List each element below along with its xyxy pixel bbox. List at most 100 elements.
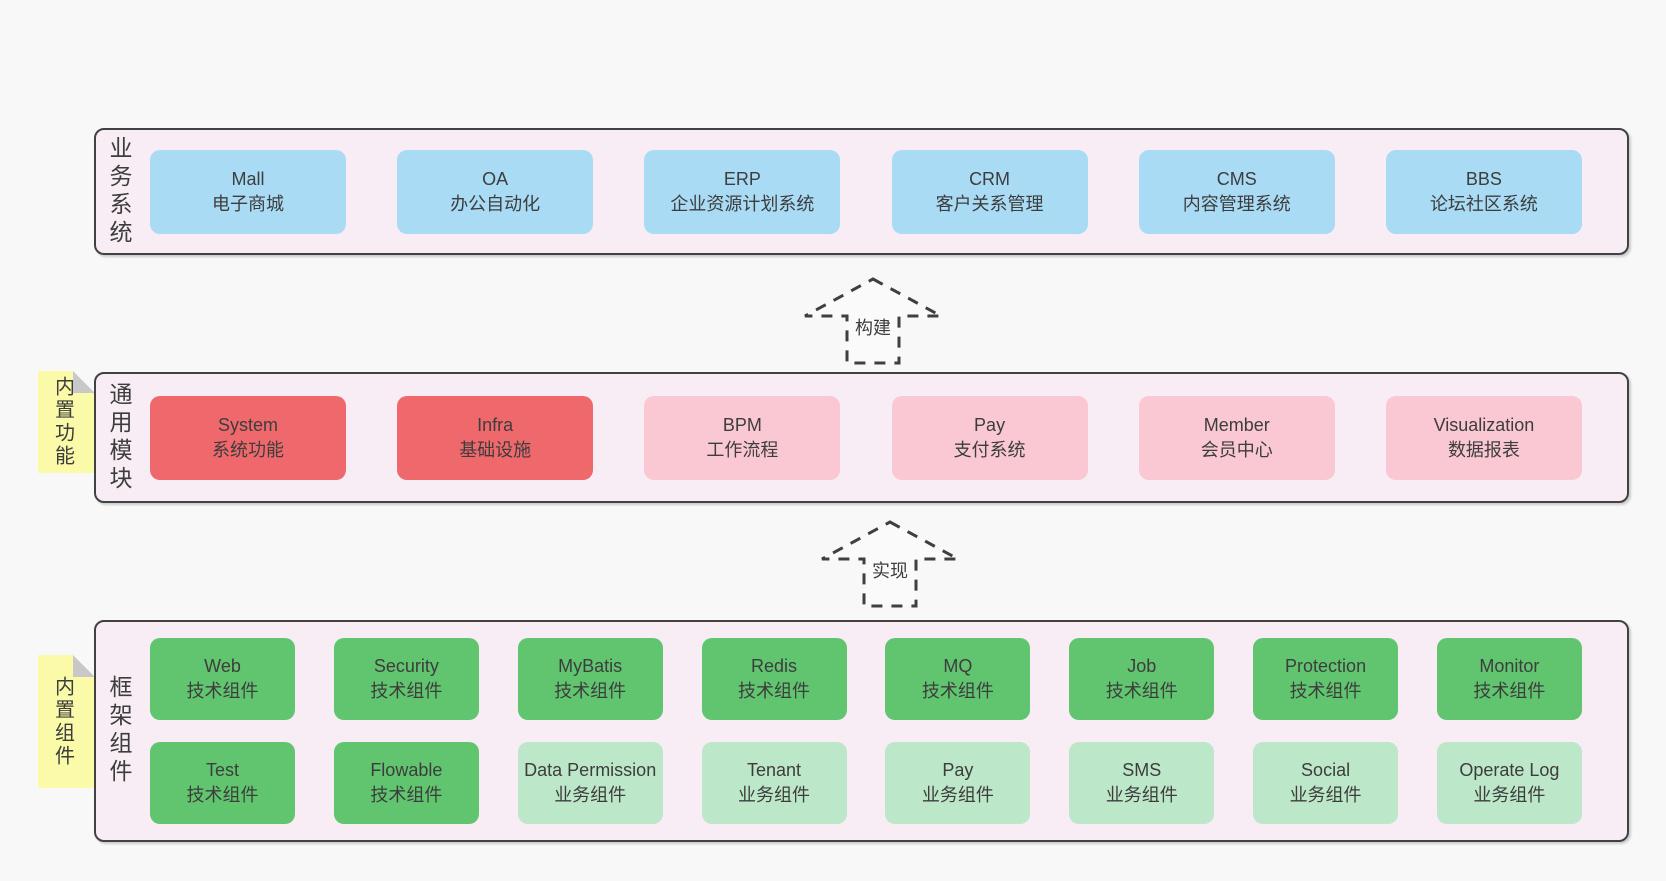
- box-subtitle: 企业资源计划系统: [670, 193, 815, 214]
- sticky-note-built-in-components: 内置组件: [38, 655, 95, 788]
- box-title: Test: [205, 760, 239, 780]
- folded-corner-icon: [73, 655, 95, 677]
- box-title: BPM: [722, 414, 762, 435]
- box-subtitle: 支付系统: [953, 439, 1026, 460]
- box-title: Tenant: [747, 760, 802, 780]
- box-crm: CRM 客户关系管理: [891, 149, 1088, 234]
- box-title: Social: [1301, 760, 1351, 780]
- box-bbs: BBS 论坛社区系统: [1385, 149, 1582, 234]
- components-row-1: Web 技术组件 Security 技术组件 MyBatis 技术组件 Redi…: [150, 638, 1582, 720]
- box-subtitle: 技术组件: [1289, 681, 1362, 701]
- box-subtitle: 会员中心: [1200, 439, 1273, 460]
- box-system: System 系统功能: [150, 395, 346, 480]
- box-monitor: Monitor 技术组件: [1436, 638, 1582, 720]
- box-title: Pay: [942, 760, 974, 780]
- box-data-permission: Data Permission 业务组件: [517, 742, 663, 824]
- box-erp: ERP 企业资源计划系统: [644, 149, 841, 234]
- box-title: Data Permission: [524, 760, 657, 780]
- box-title: CRM: [969, 168, 1011, 189]
- box-subtitle: 工作流程: [706, 439, 779, 460]
- box-title: MyBatis: [558, 656, 623, 676]
- box-mq: MQ 技术组件: [885, 638, 1031, 720]
- box-subtitle: 内容管理系统: [1182, 193, 1291, 214]
- box-mybatis: MyBatis 技术组件: [517, 638, 663, 720]
- box-subtitle: 电子商城: [212, 193, 284, 214]
- box-title: Member: [1203, 414, 1270, 435]
- box-social: Social 业务组件: [1253, 742, 1399, 824]
- dashed-up-arrow-implement: 实现: [820, 520, 960, 608]
- sticky-note-text: 内置组件: [51, 675, 74, 768]
- box-redis: Redis 技术组件: [701, 638, 847, 720]
- box-subtitle: 业务组件: [738, 785, 811, 805]
- box-title: Redis: [751, 656, 798, 676]
- box-infra: Infra 基础设施: [397, 395, 594, 480]
- box-web: Web 技术组件: [150, 638, 295, 720]
- box-title: OA: [482, 168, 509, 189]
- box-subtitle: 技术组件: [738, 681, 811, 701]
- box-subtitle: 技术组件: [370, 681, 443, 701]
- box-sms: SMS 业务组件: [1069, 742, 1215, 824]
- box-job: Job 技术组件: [1069, 638, 1215, 720]
- box-protection: Protection 技术组件: [1253, 638, 1399, 720]
- box-title: Operate Log: [1459, 760, 1560, 780]
- box-subtitle: 技术组件: [370, 785, 443, 805]
- box-subtitle: 技术组件: [554, 681, 627, 701]
- section-framework-components: 框架组件 Web 技术组件 Security 技术组件 MyBatis 技术组件…: [94, 620, 1629, 842]
- box-flowable: Flowable 技术组件: [333, 742, 479, 824]
- box-title: Protection: [1285, 656, 1367, 676]
- box-security: Security 技术组件: [333, 638, 479, 720]
- components-row-2: Test 技术组件 Flowable 技术组件 Data Permission …: [150, 742, 1582, 824]
- box-tenant: Tenant 业务组件: [701, 742, 847, 824]
- folded-corner-icon: [73, 371, 95, 393]
- box-title: MQ: [943, 656, 973, 676]
- box-subtitle: 业务组件: [554, 785, 627, 805]
- business-row: Mall 电子商城 OA 办公自动化 ERP 企业资源计划系统 CRM 客户关系…: [150, 130, 1582, 253]
- box-subtitle: 基础设施: [459, 439, 532, 460]
- box-title: Monitor: [1479, 656, 1540, 676]
- section-common-modules: 通用模块 System 系统功能 Infra 基础设施 BPM 工作流程 Pay…: [94, 372, 1629, 503]
- modules-row: System 系统功能 Infra 基础设施 BPM 工作流程 Pay 支付系统…: [150, 374, 1582, 501]
- sticky-note-built-in-features: 内置功能: [38, 371, 95, 473]
- box-title: Web: [204, 656, 241, 676]
- box-subtitle: 客户关系管理: [935, 193, 1044, 214]
- arrow-label: 构建: [852, 313, 894, 341]
- box-operate-log: Operate Log 业务组件: [1436, 742, 1582, 824]
- box-title: Flowable: [370, 760, 443, 780]
- box-subtitle: 系统功能: [212, 439, 284, 460]
- box-subtitle: 业务组件: [1289, 785, 1362, 805]
- box-subtitle: 业务组件: [921, 785, 994, 805]
- box-subtitle: 数据报表: [1447, 439, 1520, 460]
- box-test: Test 技术组件: [150, 742, 295, 824]
- box-visualization: Visualization 数据报表: [1385, 395, 1582, 480]
- box-subtitle: 业务组件: [1473, 785, 1546, 805]
- box-title: Pay: [974, 414, 1006, 435]
- section-label: 通用模块: [106, 381, 132, 494]
- box-title: Mall: [231, 168, 265, 189]
- box-title: Job: [1127, 656, 1157, 676]
- box-subtitle: 业务组件: [1105, 785, 1178, 805]
- box-subtitle: 技术组件: [1473, 681, 1546, 701]
- box-title: ERP: [723, 168, 761, 189]
- box-title: System: [217, 414, 278, 435]
- box-subtitle: 论坛社区系统: [1429, 193, 1538, 214]
- section-label: 业务系统: [106, 135, 132, 248]
- dashed-up-arrow-build: 构建: [803, 277, 943, 365]
- box-subtitle: 技术组件: [186, 681, 259, 701]
- box-title: BBS: [1465, 168, 1502, 189]
- box-mall: Mall 电子商城: [150, 149, 346, 234]
- box-pay-system: Pay 支付系统: [891, 395, 1088, 480]
- box-member: Member 会员中心: [1138, 395, 1335, 480]
- box-pay-component: Pay 业务组件: [885, 742, 1031, 824]
- box-subtitle: 技术组件: [921, 681, 994, 701]
- section-business-systems: 业务系统 Mall 电子商城 OA 办公自动化 ERP 企业资源计划系统 CRM…: [94, 128, 1629, 255]
- box-subtitle: 技术组件: [186, 785, 259, 805]
- sticky-note-text: 内置功能: [51, 376, 74, 468]
- box-title: SMS: [1122, 760, 1162, 780]
- box-cms: CMS 内容管理系统: [1138, 149, 1335, 234]
- box-title: Infra: [477, 414, 514, 435]
- box-title: Security: [373, 656, 439, 676]
- section-label: 框架组件: [106, 675, 132, 787]
- box-subtitle: 技术组件: [1105, 681, 1178, 701]
- box-oa: OA 办公自动化: [397, 149, 594, 234]
